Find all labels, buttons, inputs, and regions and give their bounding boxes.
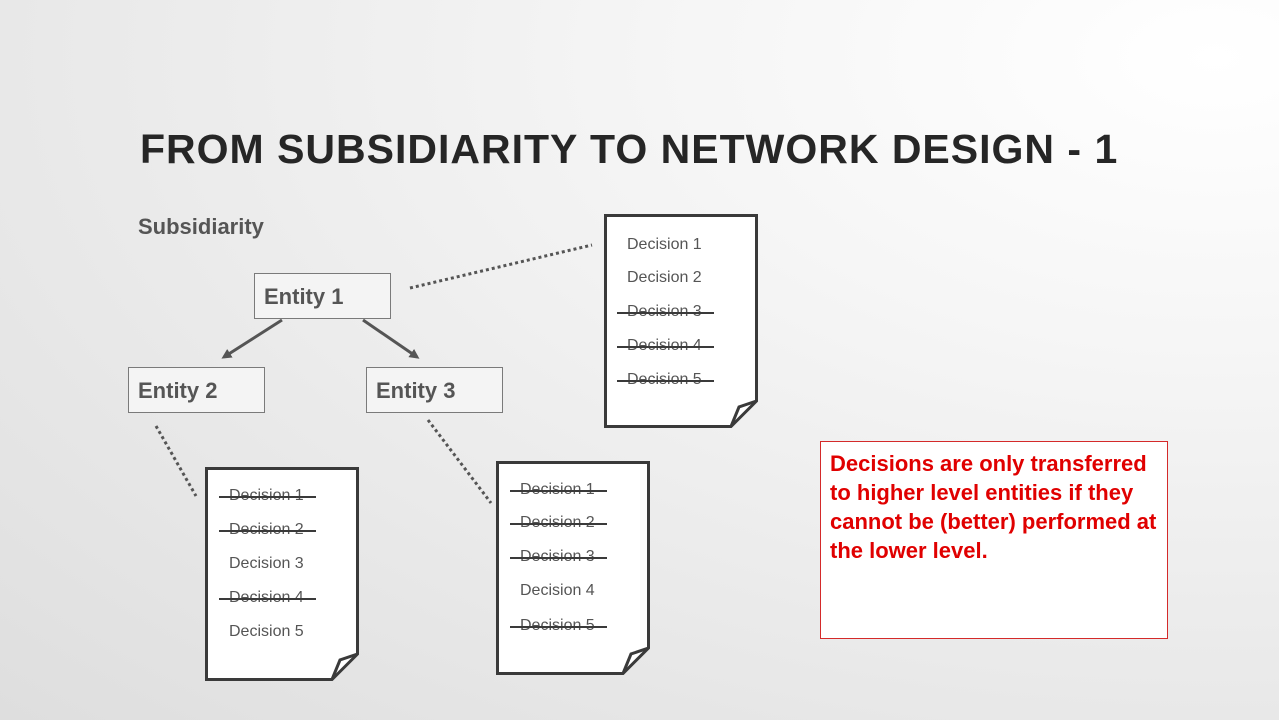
dotted-connector-entity1-doc: [409, 243, 593, 290]
doc-item: Decision 3: [229, 555, 304, 572]
doc-item: Decision 5: [229, 623, 304, 640]
document-outline: [205, 467, 359, 681]
doc-item-struck: Decision 3: [617, 303, 714, 320]
entity-2-box: Entity 2: [128, 367, 265, 413]
doc-item-struck: Decision 1: [219, 487, 316, 504]
doc-item: Decision 2: [627, 269, 702, 286]
doc-item-struck: Decision 1: [510, 481, 607, 498]
arrow-entity1-to-entity3: [362, 318, 420, 359]
doc-item-struck: Decision 5: [617, 371, 714, 388]
doc-item-struck: Decision 2: [219, 521, 316, 538]
decision-document-entity-2: Decision 1 Decision 2 Decision 3 Decisio…: [205, 467, 359, 681]
document-outline: [604, 214, 758, 428]
decision-document-entity-3: Decision 1 Decision 2 Decision 3 Decisio…: [496, 461, 650, 675]
doc-item-struck: Decision 3: [510, 548, 607, 565]
entity-1-box: Entity 1: [254, 273, 391, 319]
slide-subtitle: Subsidiarity: [138, 214, 264, 239]
decision-document-entity-1: Decision 1 Decision 2 Decision 3 Decisio…: [604, 214, 758, 428]
subsidiarity-callout: Decisions are only transferred to higher…: [820, 441, 1168, 639]
slide-title: FROM SUBSIDIARITY TO NETWORK DESIGN - 1: [140, 126, 1119, 172]
dotted-connector-entity2-doc: [154, 425, 198, 497]
document-outline: [496, 461, 650, 675]
entity-3-box: Entity 3: [366, 367, 503, 413]
doc-item-struck: Decision 5: [510, 617, 607, 634]
doc-item: Decision 4: [520, 582, 595, 599]
doc-item-struck: Decision 2: [510, 514, 607, 531]
dotted-connector-entity3-doc: [426, 419, 493, 504]
doc-item: Decision 1: [627, 236, 702, 253]
doc-item-struck: Decision 4: [617, 337, 714, 354]
arrow-entity1-to-entity2: [221, 318, 283, 359]
doc-item-struck: Decision 4: [219, 589, 316, 606]
